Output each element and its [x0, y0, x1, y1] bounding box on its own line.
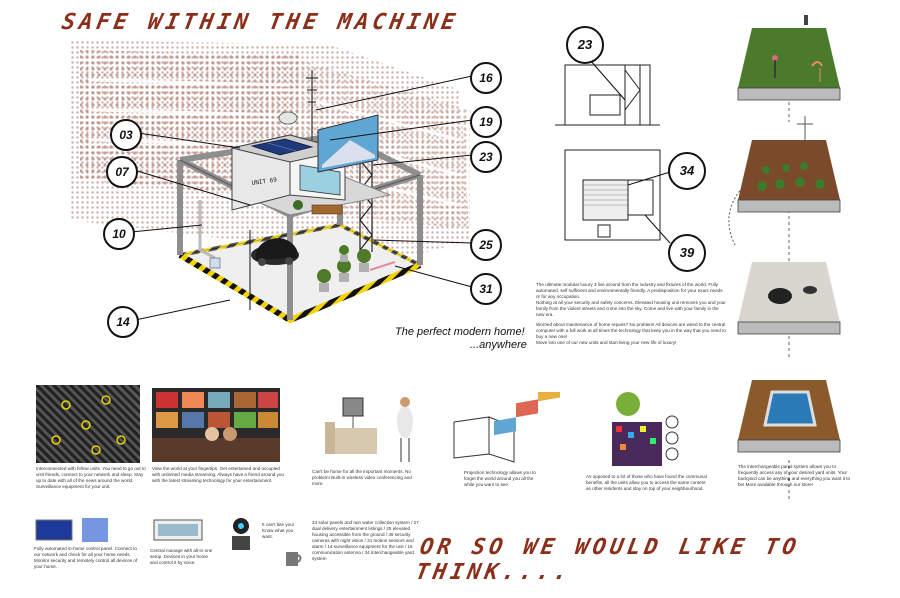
- video-call-image: [315, 392, 423, 466]
- pool-yard-panel: [737, 380, 841, 453]
- callout-19: 19: [470, 106, 502, 138]
- caption-video-call: Can't be home for all the important mome…: [312, 469, 412, 486]
- unit-label: UNIT 69: [251, 176, 277, 187]
- callout-plan-34: 34: [668, 152, 706, 190]
- callout-23: 23: [470, 141, 502, 173]
- section-plan: [555, 59, 660, 126]
- main-paragraph-2: Nothing at all your security and safety …: [536, 300, 726, 317]
- projection-image: [444, 392, 579, 472]
- callout-07: 07: [106, 156, 138, 188]
- callout-16: 16: [470, 62, 502, 94]
- grass-yard-panel: [737, 15, 841, 101]
- specs-list: 23 solar panels and rain water collectio…: [312, 520, 419, 561]
- media-wall-image: [152, 388, 280, 462]
- callout-10: 10: [103, 218, 135, 250]
- caption-central-manage: Central manage with all-in-one setup. De…: [150, 548, 213, 565]
- callout-14: 14: [107, 306, 139, 338]
- callout-plan-39: 39: [668, 234, 706, 272]
- robot-image: [226, 516, 256, 552]
- bottom-title: OR SO WE WOULD LIKE TO THINK....: [413, 535, 802, 585]
- main-paragraph-4: Move into one of our new units and start…: [536, 340, 677, 345]
- potted-trees: [317, 245, 371, 292]
- garden-yard-panel: [737, 116, 841, 213]
- climate-control-image: [604, 382, 684, 472]
- tagline-line1: The perfect modern home!: [395, 326, 525, 338]
- callout-03: 03: [110, 119, 142, 151]
- tagline-line2: ...anywhere: [470, 339, 527, 351]
- caption-projection: Projection technology allows you to forg…: [464, 470, 536, 487]
- caption-community: As opposed to a lot of those who have fo…: [586, 474, 707, 491]
- surveillance-map-image: [36, 385, 140, 463]
- caption-interconnected: Interconnected with fellow units. You ne…: [36, 466, 146, 489]
- main-paragraph-1: The ultimate modular luxury 3 live aroun…: [536, 282, 723, 299]
- control-panel-image: [34, 518, 120, 542]
- caption-right-panel: The interchangeable panel system allows …: [738, 464, 851, 487]
- caption-robot: It can't bite you! Know what you want.: [262, 522, 295, 539]
- car: [251, 238, 299, 266]
- callout-plan-23: 23: [566, 26, 604, 64]
- caption-control-panel: Fully automated in-home control panel. C…: [34, 546, 138, 569]
- callout-31: 31: [470, 273, 502, 305]
- central-manage-image: [150, 518, 210, 542]
- floor-plan: [564, 149, 671, 244]
- mug-image: [284, 548, 304, 568]
- callout-25: 25: [470, 229, 502, 261]
- zen-garden-panel: [737, 262, 841, 335]
- caption-media: View the world at your fingertips. Get e…: [152, 466, 285, 483]
- main-paragraph-3: Worried about maintenance of home repair…: [536, 322, 726, 339]
